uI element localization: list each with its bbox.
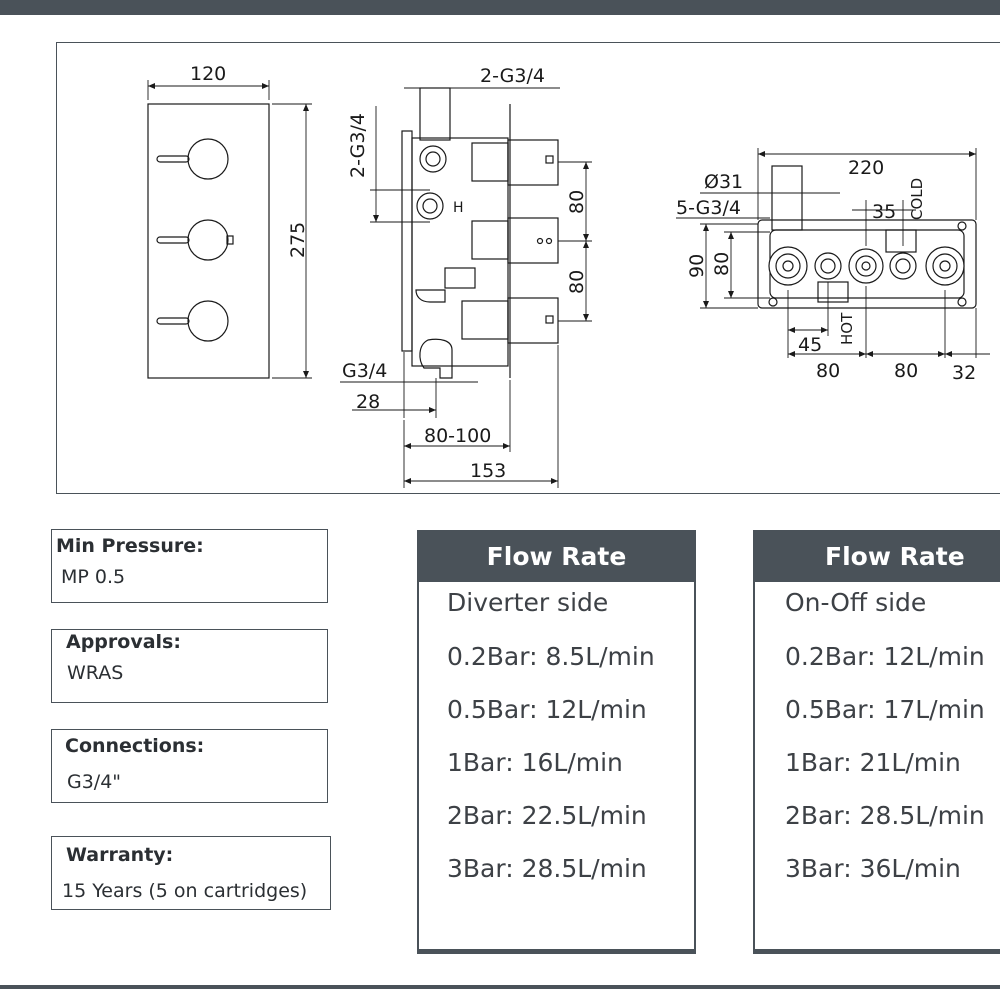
spec-label: Approvals: <box>66 631 181 653</box>
cartridge-3 <box>507 297 559 344</box>
side-outlet-offset: 28 <box>356 391 380 413</box>
rear-connections: 5-G3/4 <box>676 197 741 219</box>
hot-inlet-port <box>416 192 444 220</box>
technical-drawing: 120 275 H <box>147 63 990 488</box>
flow-rate-row: 3Bar: 28.5L/min <box>447 854 647 883</box>
side-top-connection: 2-G3/4 <box>480 65 545 87</box>
rear-inner-spacing: 35 <box>872 201 896 223</box>
flow-rate-card-diverter: Flow Rate Diverter side 0.2Bar: 8.5L/min… <box>417 530 696 954</box>
flow-rate-row: 2Bar: 28.5L/min <box>785 801 985 830</box>
side-spacing-upper: 80 <box>566 190 588 214</box>
side-side-connection: 2-G3/4 <box>347 113 369 178</box>
rear-port-4 <box>889 252 917 280</box>
flow-rate-list: 0.2Bar: 8.5L/min 0.5Bar: 12L/min 1Bar: 1… <box>447 642 655 907</box>
spec-label: Min Pressure: <box>56 535 204 557</box>
spec-value: MP 0.5 <box>61 566 126 588</box>
wall-plate <box>401 130 413 352</box>
rear-port-5 <box>925 246 965 286</box>
mounting-bracket <box>757 219 977 309</box>
spec-min-pressure: Min Pressure: MP 0.5 <box>51 529 328 603</box>
flow-rate-row: 1Bar: 21L/min <box>785 748 961 777</box>
spec-label: Warranty: <box>66 844 174 866</box>
top-outlet-pipe <box>771 165 803 231</box>
side-view: H 2-G3/4 2-G3/4 80 80 G3 <box>340 65 592 488</box>
rear-overall-width: 220 <box>848 157 884 179</box>
flow-rate-row: 2Bar: 22.5L/min <box>447 801 647 830</box>
rear-spacing-1: 80 <box>816 360 840 382</box>
side-overall-depth: 153 <box>470 460 506 482</box>
rear-port-3 <box>848 248 884 284</box>
rear-view: 220 Ø31 5-G3/4 35 COLD HOT 90 80 45 80 8 <box>676 148 990 384</box>
technical-drawing-frame <box>56 42 1000 494</box>
spec-approvals: Approvals: WRAS <box>51 629 328 703</box>
hot-label: HOT <box>838 312 856 345</box>
flow-rate-title: Flow Rate <box>755 532 1000 582</box>
flow-rate-row: 3Bar: 36L/min <box>785 854 961 883</box>
spec-connections: Connections: G3/4" <box>51 729 328 803</box>
side-bottom-connection: G3/4 <box>342 360 387 382</box>
flow-rate-row: 0.5Bar: 12L/min <box>447 695 647 724</box>
flow-rate-title: Flow Rate <box>419 532 694 582</box>
top-header-bar <box>0 0 1000 15</box>
rear-port-1 <box>768 246 808 286</box>
front-width-dim: 120 <box>190 63 226 85</box>
footer-rule <box>0 985 1000 989</box>
rear-port-2 <box>814 252 842 280</box>
faceplate-outline <box>147 103 270 379</box>
cartridge-2 <box>507 217 559 264</box>
bottom-outlet <box>419 338 453 379</box>
cold-inlet-port <box>419 145 447 173</box>
rear-spacing-2: 80 <box>894 360 918 382</box>
flow-rate-row: 1Bar: 16L/min <box>447 748 623 777</box>
top-inlet <box>419 87 451 141</box>
valve-body <box>411 137 509 367</box>
flow-rate-subtitle: On-Off side <box>785 588 927 617</box>
front-height-dim: 275 <box>287 222 309 258</box>
side-depth-range: 80-100 <box>424 425 491 447</box>
handle-2 <box>156 219 234 261</box>
flow-rate-row: 0.5Bar: 17L/min <box>785 695 985 724</box>
spec-value: WRAS <box>67 662 124 684</box>
hot-port-marker: H <box>453 200 464 216</box>
rear-offset-left: 45 <box>798 334 822 356</box>
spec-value: 15 Years (5 on cartridges) <box>62 880 308 902</box>
handle-1 <box>156 138 229 180</box>
flow-rate-row: 0.2Bar: 12L/min <box>785 642 985 671</box>
rear-offset-right: 32 <box>952 362 976 384</box>
rear-pipe-diameter: Ø31 <box>704 171 743 193</box>
side-spacing-lower: 80 <box>566 270 588 294</box>
spec-warranty: Warranty: 15 Years (5 on cartridges) <box>51 836 331 910</box>
cold-label: COLD <box>908 178 926 220</box>
rear-height-outer: 90 <box>686 254 708 278</box>
front-view: 120 275 <box>147 63 312 379</box>
flow-rate-row: 0.2Bar: 8.5L/min <box>447 642 655 671</box>
flow-rate-card-on-off: Flow Rate On-Off side 0.2Bar: 12L/min 0.… <box>753 530 1000 954</box>
spec-label: Connections: <box>65 735 205 757</box>
flow-rate-subtitle: Diverter side <box>447 588 609 617</box>
rear-height-inner: 80 <box>711 252 733 276</box>
handle-3 <box>156 300 229 342</box>
flow-rate-list: 0.2Bar: 12L/min 0.5Bar: 17L/min 1Bar: 21… <box>785 642 985 907</box>
spec-value: G3/4" <box>67 771 122 793</box>
